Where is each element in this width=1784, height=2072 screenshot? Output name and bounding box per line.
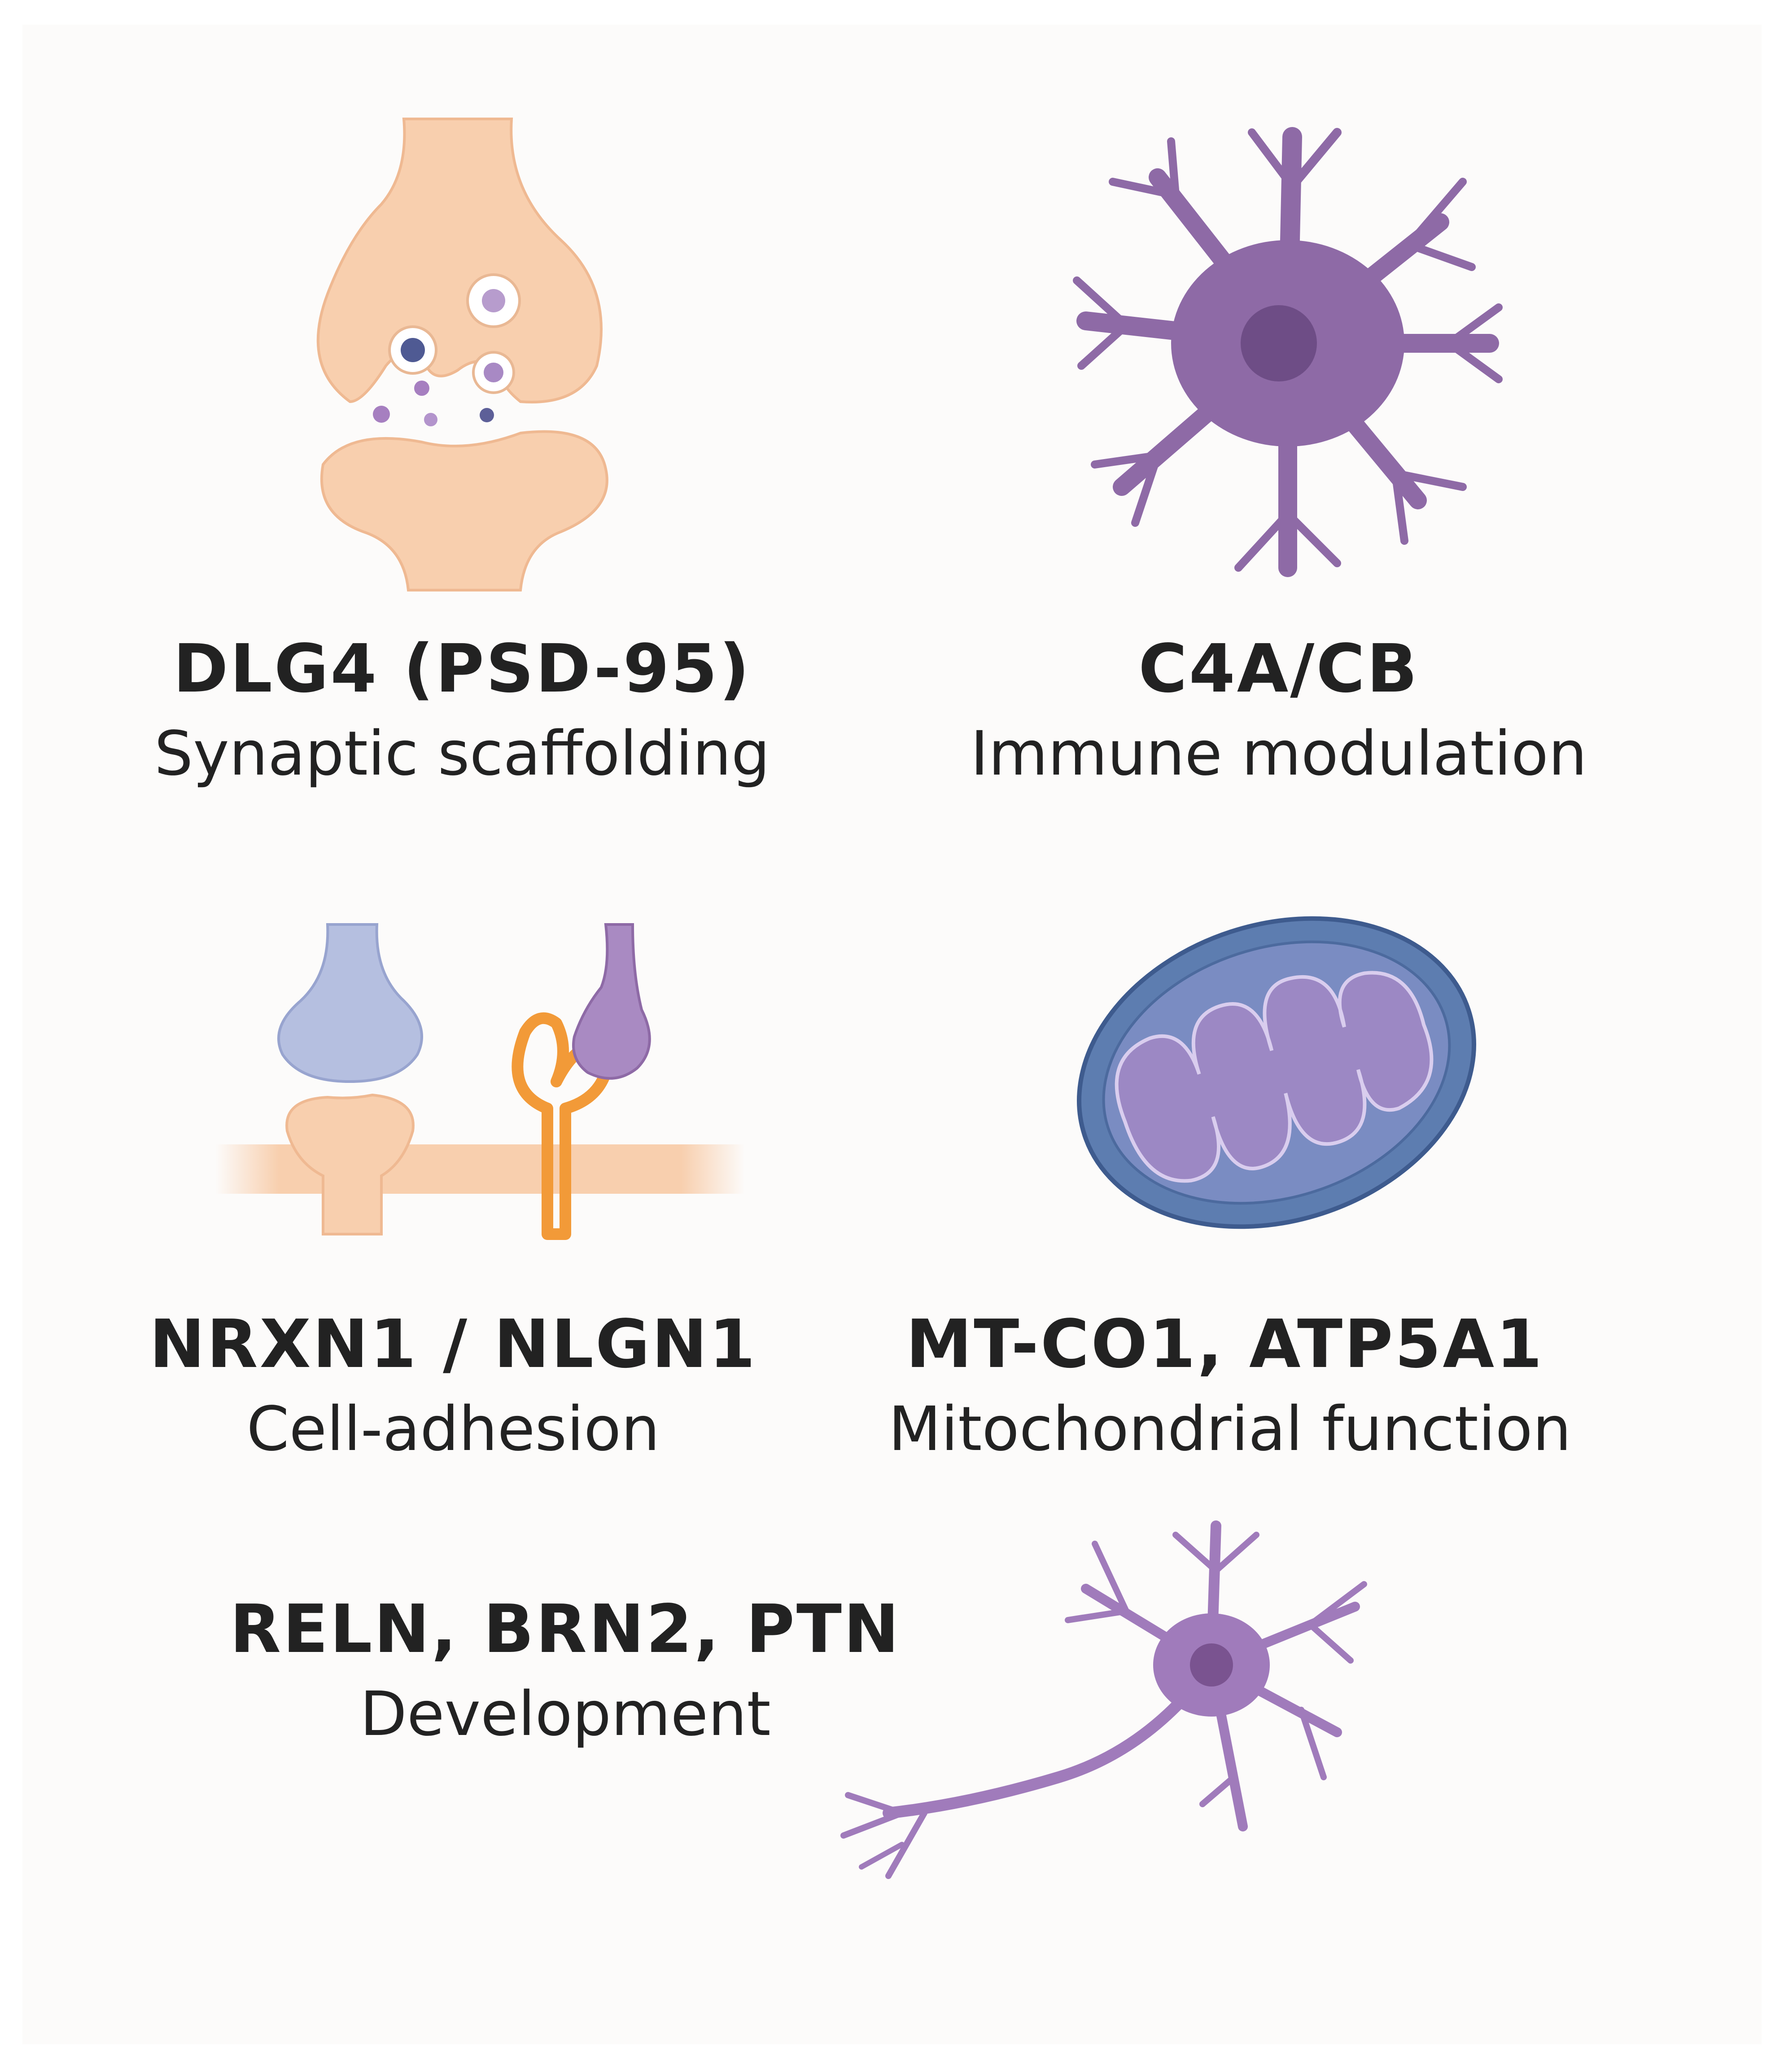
mitochondrion-icon [1068, 902, 1485, 1243]
gene-title: MT-CO1, ATP5A1 [905, 1305, 1544, 1383]
function-subtitle: Cell-adhesion [246, 1394, 660, 1465]
function-subtitle: Development [360, 1679, 771, 1750]
adhesion-label-group: NRXN1 / NLGN1 Cell-adhesion [117, 1301, 790, 1472]
synapse-label-group: DLG4 (PSD-95) Synaptic scaffolding [126, 626, 799, 797]
gene-title: C4A/CB [1138, 630, 1419, 707]
glial-cell-icon [1068, 119, 1508, 586]
mitochondria-label-group: MT-CO1, ATP5A1 Mitochondrial function [888, 1301, 1571, 1472]
glial-label-group: C4A/CB Immune modulation [942, 626, 1615, 797]
cell-adhesion-icon [215, 920, 745, 1243]
function-subtitle: Immune modulation [970, 718, 1587, 789]
gene-title: NRXN1 / NLGN1 [149, 1305, 757, 1383]
neuron-icon [835, 1517, 1373, 1930]
development-label-group: RELN, BRN2, PTN Development [229, 1586, 902, 1757]
gene-title: DLG4 (PSD-95) [173, 630, 752, 707]
function-subtitle: Synaptic scaffolding [154, 718, 770, 789]
gene-title: RELN, BRN2, PTN [230, 1590, 901, 1668]
function-subtitle: Mitochondrial function [888, 1394, 1571, 1465]
synapse-icon [310, 114, 619, 595]
